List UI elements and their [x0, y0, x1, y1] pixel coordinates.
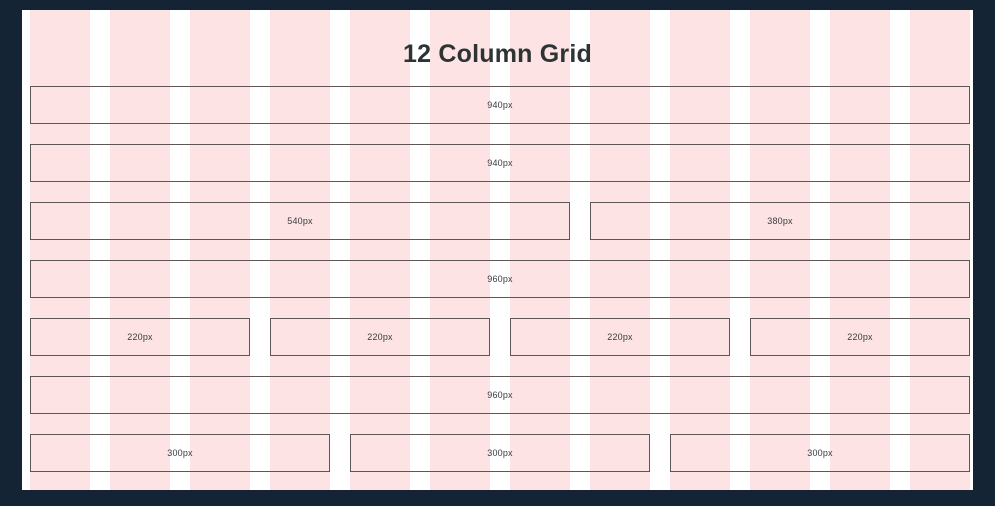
measurement-bar[interactable]: 940px — [30, 144, 970, 182]
measurement-bar-label: 220px — [367, 331, 393, 342]
measurement-bar[interactable]: 220px — [750, 318, 970, 356]
measurement-bar[interactable]: 300px — [350, 434, 650, 472]
measurement-bar[interactable]: 300px — [30, 434, 330, 472]
measurement-bar-label: 940px — [487, 99, 513, 110]
grid-content: 12 Column Grid 940px 940px 540px 380px 960px… — [22, 10, 973, 490]
measurement-bar-label: 300px — [167, 447, 193, 458]
measurement-bar-label: 220px — [847, 331, 873, 342]
measurement-bar[interactable]: 940px — [30, 86, 970, 124]
grid-canvas: 12 Column Grid 940px 940px 540px 380px 960px… — [22, 10, 973, 490]
measurement-bar[interactable]: 960px — [30, 260, 970, 298]
measurement-bar-label: 300px — [487, 447, 513, 458]
measurement-bar-label: 300px — [807, 447, 833, 458]
measurement-bar-label: 960px — [487, 389, 513, 400]
measurement-bar-label: 220px — [127, 331, 153, 342]
measurement-bar-label: 220px — [607, 331, 633, 342]
measurement-bar[interactable]: 220px — [30, 318, 250, 356]
page-title: 12 Column Grid — [403, 40, 592, 68]
measurement-bar[interactable]: 220px — [270, 318, 490, 356]
measurement-bar[interactable]: 220px — [510, 318, 730, 356]
measurement-bar-label: 540px — [287, 215, 313, 226]
measurement-bar[interactable]: 960px — [30, 376, 970, 414]
measurement-bar[interactable]: 540px — [30, 202, 570, 240]
measurement-bar-label: 940px — [487, 157, 513, 168]
measurement-bar[interactable]: 380px — [590, 202, 970, 240]
measurement-bar-label: 960px — [487, 273, 513, 284]
measurement-bar-label: 380px — [767, 215, 793, 226]
measurement-bar[interactable]: 300px — [670, 434, 970, 472]
